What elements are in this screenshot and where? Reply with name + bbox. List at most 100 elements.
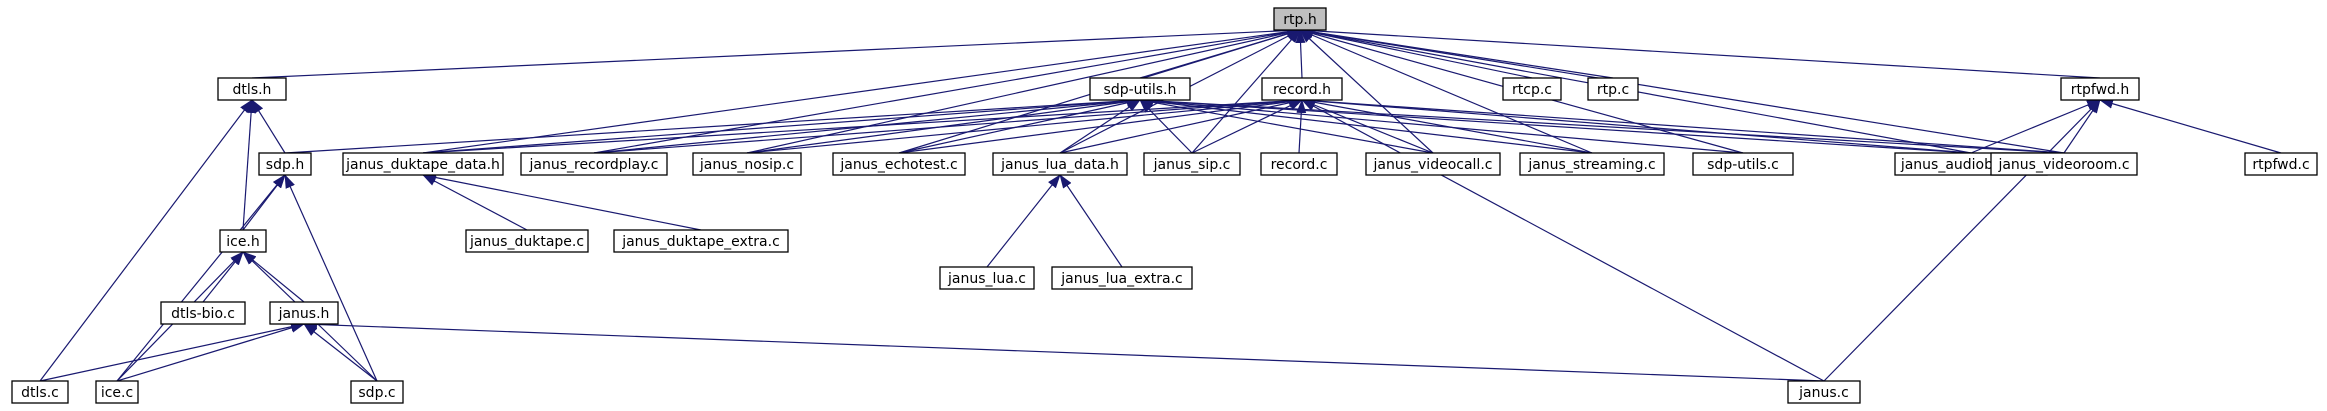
node-label: rtcp.c	[1512, 82, 1552, 98]
edge-janus-c-to-janus-h	[303, 319, 1825, 382]
node-janus-recordplay-c[interactable]: janus_recordplay.c	[520, 152, 668, 176]
node-record-h[interactable]: record.h	[1261, 77, 1343, 101]
edge-janus-recordplay-c-to-record-h	[593, 95, 1303, 154]
edge-janus-duktape-data-h-to-rtp-h	[422, 26, 1301, 154]
node-label: janus_recordplay.c	[528, 157, 658, 173]
node-rtp-h[interactable]: rtp.h	[1273, 7, 1327, 31]
node-janus-videocall-c[interactable]: janus_videocall.c	[1365, 152, 1501, 176]
node-record-c[interactable]: record.c	[1260, 152, 1338, 176]
node-box	[1260, 152, 1338, 176]
node-sdp-utils-h[interactable]: sdp-utils.h	[1089, 77, 1191, 101]
edge-janus-duktape-data-h-to-sdp-utils-h	[422, 95, 1141, 154]
edge-janus-nosip-c-to-rtp-h	[746, 27, 1301, 154]
edge-janus-duktape-data-h-to-record-h	[422, 95, 1303, 154]
node-sdp-h[interactable]: sdp.h	[258, 152, 312, 176]
node-dtls-h[interactable]: dtls.h	[217, 77, 287, 101]
node-janus-lua-c[interactable]: janus_lua.c	[939, 266, 1035, 290]
node-box	[95, 380, 139, 404]
edge-janus-duktape-extra-c-to-janus-duktape-data-h	[422, 172, 702, 231]
node-rtcp-c[interactable]: rtcp.c	[1502, 77, 1562, 101]
edge-janus-recordplay-c-to-rtp-h	[593, 27, 1301, 154]
edge-janus-c-to-rtpfwd-h	[1823, 99, 2101, 382]
edge-dtls-c-to-janus-h	[39, 321, 305, 382]
node-janus-echotest-c[interactable]: janus_echotest.c	[832, 152, 966, 176]
node-box	[2060, 77, 2140, 101]
node-dtls-c[interactable]: dtls.c	[11, 380, 69, 404]
node-dtls-bio-c[interactable]: dtls-bio.c	[160, 301, 246, 325]
node-janus-duktape-data-h[interactable]: janus_duktape_data.h	[342, 152, 504, 176]
edge-janus-audiobridge-c-to-record-h	[1301, 96, 1972, 154]
edge-janus-videoroom-c-to-record-h	[1301, 95, 2065, 154]
edge-dtls-h-to-rtp-h	[251, 25, 1301, 79]
node-rtpfwd-c[interactable]: rtpfwd.c	[2244, 152, 2318, 176]
node-janus-duktape-c[interactable]: janus_duktape.c	[465, 229, 589, 253]
node-label: janus_duktape_data.h	[345, 157, 500, 173]
node-janus-streaming-c[interactable]: janus_streaming.c	[1519, 152, 1665, 176]
node-sdp-utils-c[interactable]: sdp-utils.c	[1692, 152, 1794, 176]
edge-rtpfwd-c-to-rtpfwd-h	[2099, 98, 2282, 154]
edge-janus-streaming-c-to-rtp-h	[1299, 29, 1593, 154]
node-label: ice.c	[101, 385, 133, 401]
node-label: sdp.h	[266, 157, 304, 173]
node-janus-h[interactable]: janus.h	[269, 301, 339, 325]
node-label: janus_echotest.c	[839, 157, 957, 173]
node-ice-h[interactable]: ice.h	[219, 229, 267, 253]
node-label: dtls.h	[233, 82, 272, 98]
node-label: janus_streaming.c	[1527, 157, 1655, 173]
edge-dtls-bio-c-to-ice-h	[202, 251, 244, 303]
edge-janus-echotest-c-to-record-h	[898, 96, 1303, 154]
node-rtpfwd-h[interactable]: rtpfwd.h	[2060, 77, 2140, 101]
edge-sdp-h-to-dtls-h	[251, 99, 286, 154]
edge-janus-audiobridge-c-to-rtpfwd-h	[1970, 99, 2101, 154]
node-janus-nosip-c[interactable]: janus_nosip.c	[692, 152, 802, 176]
edge-janus-lua-extra-c-to-janus-lua-data-h	[1059, 174, 1123, 268]
node-box	[350, 380, 404, 404]
node-label: dtls.c	[21, 385, 59, 401]
edge-record-h-to-rtp-h	[1295, 29, 1306, 79]
node-box	[258, 152, 312, 176]
node-label: janus_duktape_extra.c	[621, 234, 780, 250]
node-label: sdp-utils.c	[1707, 157, 1779, 173]
node-layer: rtp.h dtls.h sdp-utils.h record.h rtcp.c rtp.…	[11, 7, 2318, 404]
node-janus-sip-c[interactable]: janus_sip.c	[1143, 152, 1241, 176]
node-box	[1143, 152, 1241, 176]
node-box	[939, 266, 1035, 290]
node-box	[1692, 152, 1794, 176]
edge-janus-duktape-c-to-janus-duktape-data-h	[422, 174, 528, 231]
node-box	[1502, 77, 1562, 101]
node-label: rtp.h	[1283, 12, 1316, 28]
edge-janus-lua-c-to-janus-lua-data-h	[986, 174, 1061, 268]
edge-janus-videocall-c-to-record-h	[1301, 99, 1434, 154]
node-box	[1089, 77, 1191, 101]
node-sdp-c[interactable]: sdp.c	[350, 380, 404, 404]
edge-sdp-h-to-sdp-utils-h	[284, 95, 1141, 154]
node-box	[465, 229, 589, 253]
edge-janus-streaming-c-to-record-h	[1301, 97, 1593, 154]
node-janus-lua-extra-c[interactable]: janus_lua_extra.c	[1051, 266, 1193, 290]
node-label: ice.h	[226, 234, 260, 250]
node-label: dtls-bio.c	[171, 306, 235, 322]
node-janus-duktape-extra-c[interactable]: janus_duktape_extra.c	[613, 229, 789, 253]
node-ice-c[interactable]: ice.c	[95, 380, 139, 404]
node-label: janus_lua_extra.c	[1060, 271, 1182, 287]
node-janus-videoroom-c[interactable]: janus_videoroom.c	[1990, 152, 2138, 176]
node-janus-c[interactable]: janus.c	[1787, 380, 1861, 404]
node-box	[1787, 380, 1861, 404]
node-janus-lua-data-h[interactable]: janus_lua_data.h	[992, 152, 1128, 176]
node-label: sdp-utils.h	[1104, 82, 1177, 98]
node-box	[520, 152, 668, 176]
node-label: rtp.c	[1597, 82, 1629, 98]
edge-janus-c-to-record-h	[1301, 99, 1825, 382]
node-label: janus_videocall.c	[1373, 157, 1493, 173]
edge-ice-h-to-dtls-h	[242, 99, 257, 231]
edge-sdp-c-to-janus-h	[303, 323, 378, 382]
node-box	[217, 77, 287, 101]
node-box	[2244, 152, 2318, 176]
edge-rtpfwd-h-to-rtp-h	[1299, 25, 2101, 79]
node-rtp-c[interactable]: rtp.c	[1587, 77, 1639, 101]
node-label: sdp.c	[358, 385, 395, 401]
node-box	[160, 301, 246, 325]
edge-rtcp-c-to-rtp-h	[1299, 27, 1533, 79]
edge-janus-sip-c-to-record-h	[1191, 99, 1303, 154]
